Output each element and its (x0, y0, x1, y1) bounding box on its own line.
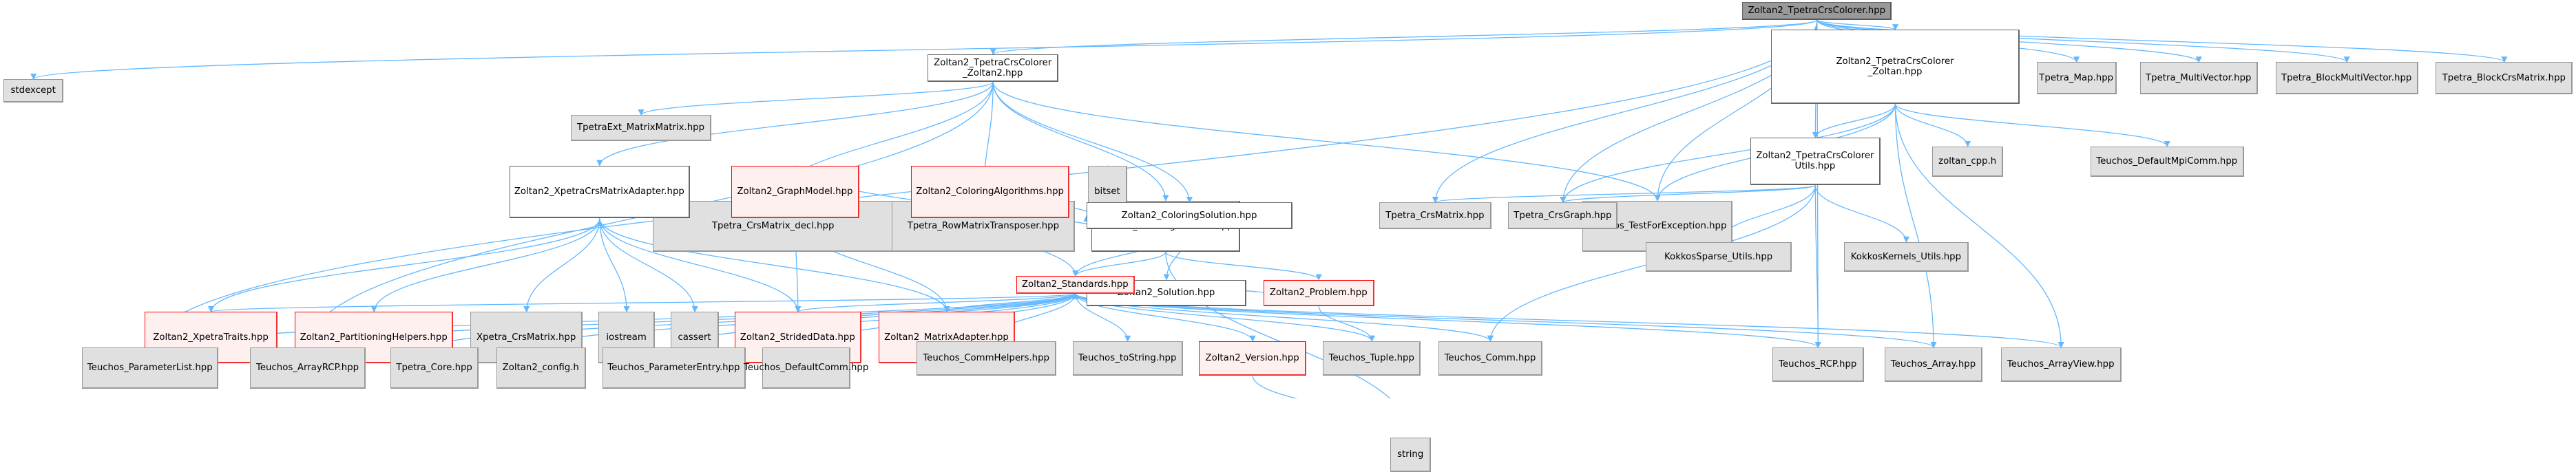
node-tcg[interactable]: Tpetra_CrsGraph.hpp (1508, 202, 1618, 230)
edge-zz-tdmc (1894, 103, 2170, 147)
node-z2[interactable]: Zoltan2_TpetraCrsColorer _Zoltan2.hpp (928, 54, 1059, 82)
edge-zz-zcpp (1894, 103, 1971, 147)
node-kku[interactable]: KokkosKernels_Utils.hpp (1844, 242, 1969, 272)
node-tmv[interactable]: Tpetra_MultiVector.hpp (2139, 62, 2258, 94)
node-tarcp[interactable]: Teuchos_ArrayRCP.hpp (250, 347, 366, 389)
node-tmm[interactable]: TpetraExt_MatrixMatrix.hpp (571, 115, 712, 142)
node-ttup[interactable]: Teuchos_Tuple.hpp (1323, 341, 1421, 376)
edge-utils-tcg (1560, 184, 1816, 204)
edge-utils-trcp (1814, 185, 1821, 348)
edge-std-ver (1075, 293, 1256, 342)
edge-utils-ksu (1715, 185, 1816, 243)
node-tcm[interactable]: Tpetra_CrsMatrix.hpp (1379, 202, 1491, 230)
edge-std-tts (1075, 293, 1131, 342)
edge-z2-cprob (992, 81, 1169, 202)
node-tbcm[interactable]: Tpetra_BlockCrsMatrix.hpp (2436, 62, 2573, 94)
edge-root-stdexcept (30, 19, 1818, 81)
edge-z2-tmm (638, 81, 994, 116)
edge-root-tbmv (1816, 19, 2350, 63)
edge-prob-ttup (1318, 306, 1375, 342)
edge-cprob-prob (1165, 252, 1322, 281)
edge-utils-tcm (1432, 184, 1816, 204)
edge-z2-ttfe (992, 81, 1661, 202)
node-tarr[interactable]: Teuchos_Array.hpp (1884, 347, 1983, 382)
node-tts[interactable]: Teuchos_toString.hpp (1072, 341, 1183, 376)
edge-root-tbcm (1816, 19, 2508, 63)
edge-zz-tcg (1560, 104, 1896, 204)
node-ksu[interactable]: KokkosSparse_Utils.hpp (1646, 242, 1792, 272)
edge-cprob-std (1072, 252, 1166, 277)
edge-z2-csol (992, 81, 1193, 204)
node-prob[interactable]: Zoltan2_Problem.hpp (1263, 279, 1374, 307)
edge-cprob-string (1165, 252, 1391, 398)
edge-xcma-xcm (523, 218, 600, 313)
edge-root-z2 (990, 19, 1818, 55)
node-tdc[interactable]: Teuchos_DefaultComm.hpp (744, 347, 868, 389)
edge-zz-tav (1894, 104, 2064, 348)
node-xcma[interactable]: Zoltan2_XpetraCrsMatrixAdapter.hpp (509, 165, 690, 219)
node-tpe[interactable]: Teuchos_ParameterEntry.hpp (603, 347, 746, 389)
node-tmap[interactable]: Tpetra_Map.hpp (2036, 62, 2117, 94)
edge-sd-std (797, 292, 1079, 312)
node-utils[interactable]: Zoltan2_TpetraCrsColorer Utils.hpp (1750, 138, 1881, 186)
node-root[interactable]: Zoltan2_TpetraCrsColorer.hpp (1742, 2, 1892, 20)
edge-root-zz (1816, 19, 1898, 31)
node-tdmc[interactable]: Teuchos_DefaultMpiComm.hpp (2090, 146, 2244, 177)
edge-zz-utils (1812, 103, 1896, 139)
edge-xcma-ma (599, 218, 950, 313)
edge-xcma-sd (599, 218, 802, 313)
node-tav[interactable]: Teuchos_ArrayView.hpp (2000, 347, 2122, 382)
node-trcp[interactable]: Teuchos_RCP.hpp (1772, 347, 1864, 382)
node-stdexcept[interactable]: stdexcept (3, 79, 63, 103)
node-zz[interactable]: Zoltan2_TpetraCrsColorer _Zoltan.hpp (1771, 30, 2020, 104)
edge-z2-xcma (596, 81, 994, 167)
node-calg[interactable]: Zoltan2_ColoringAlgorithms.hpp (911, 165, 1069, 219)
node-std[interactable]: Zoltan2_Standards.hpp (1016, 276, 1135, 294)
edge-xcma-iostream (599, 218, 630, 313)
node-zcpp[interactable]: zoltan_cpp.h (1932, 146, 2004, 177)
node-string[interactable]: string (1390, 438, 1432, 472)
edge-ver-string (1252, 375, 1298, 398)
node-tbmv[interactable]: Tpetra_BlockMultiVector.hpp (2275, 62, 2418, 94)
node-gm[interactable]: Zoltan2_GraphModel.hpp (731, 165, 859, 219)
node-ver[interactable]: Zoltan2_Version.hpp (1199, 341, 1306, 376)
edge-xt-std (210, 292, 1078, 312)
edge-xcma-xt (208, 218, 600, 313)
node-zcfg[interactable]: Zoltan2_config.h (496, 347, 586, 389)
node-tpl[interactable]: Teuchos_ParameterList.hpp (82, 347, 219, 389)
node-csol[interactable]: Zoltan2_ColoringSolution.hpp (1087, 202, 1293, 230)
node-tcomm[interactable]: Teuchos_Comm.hpp (1438, 341, 1543, 376)
edge-xcma-ph (370, 218, 600, 313)
edge-utils-kku (1814, 185, 1909, 243)
edge-xcma-cassert (599, 218, 698, 313)
node-tcore[interactable]: Tpetra_Core.hpp (390, 347, 479, 389)
edge-zz-tarr (1894, 104, 1937, 348)
node-tch[interactable]: Teuchos_CommHelpers.hpp (917, 341, 1057, 376)
